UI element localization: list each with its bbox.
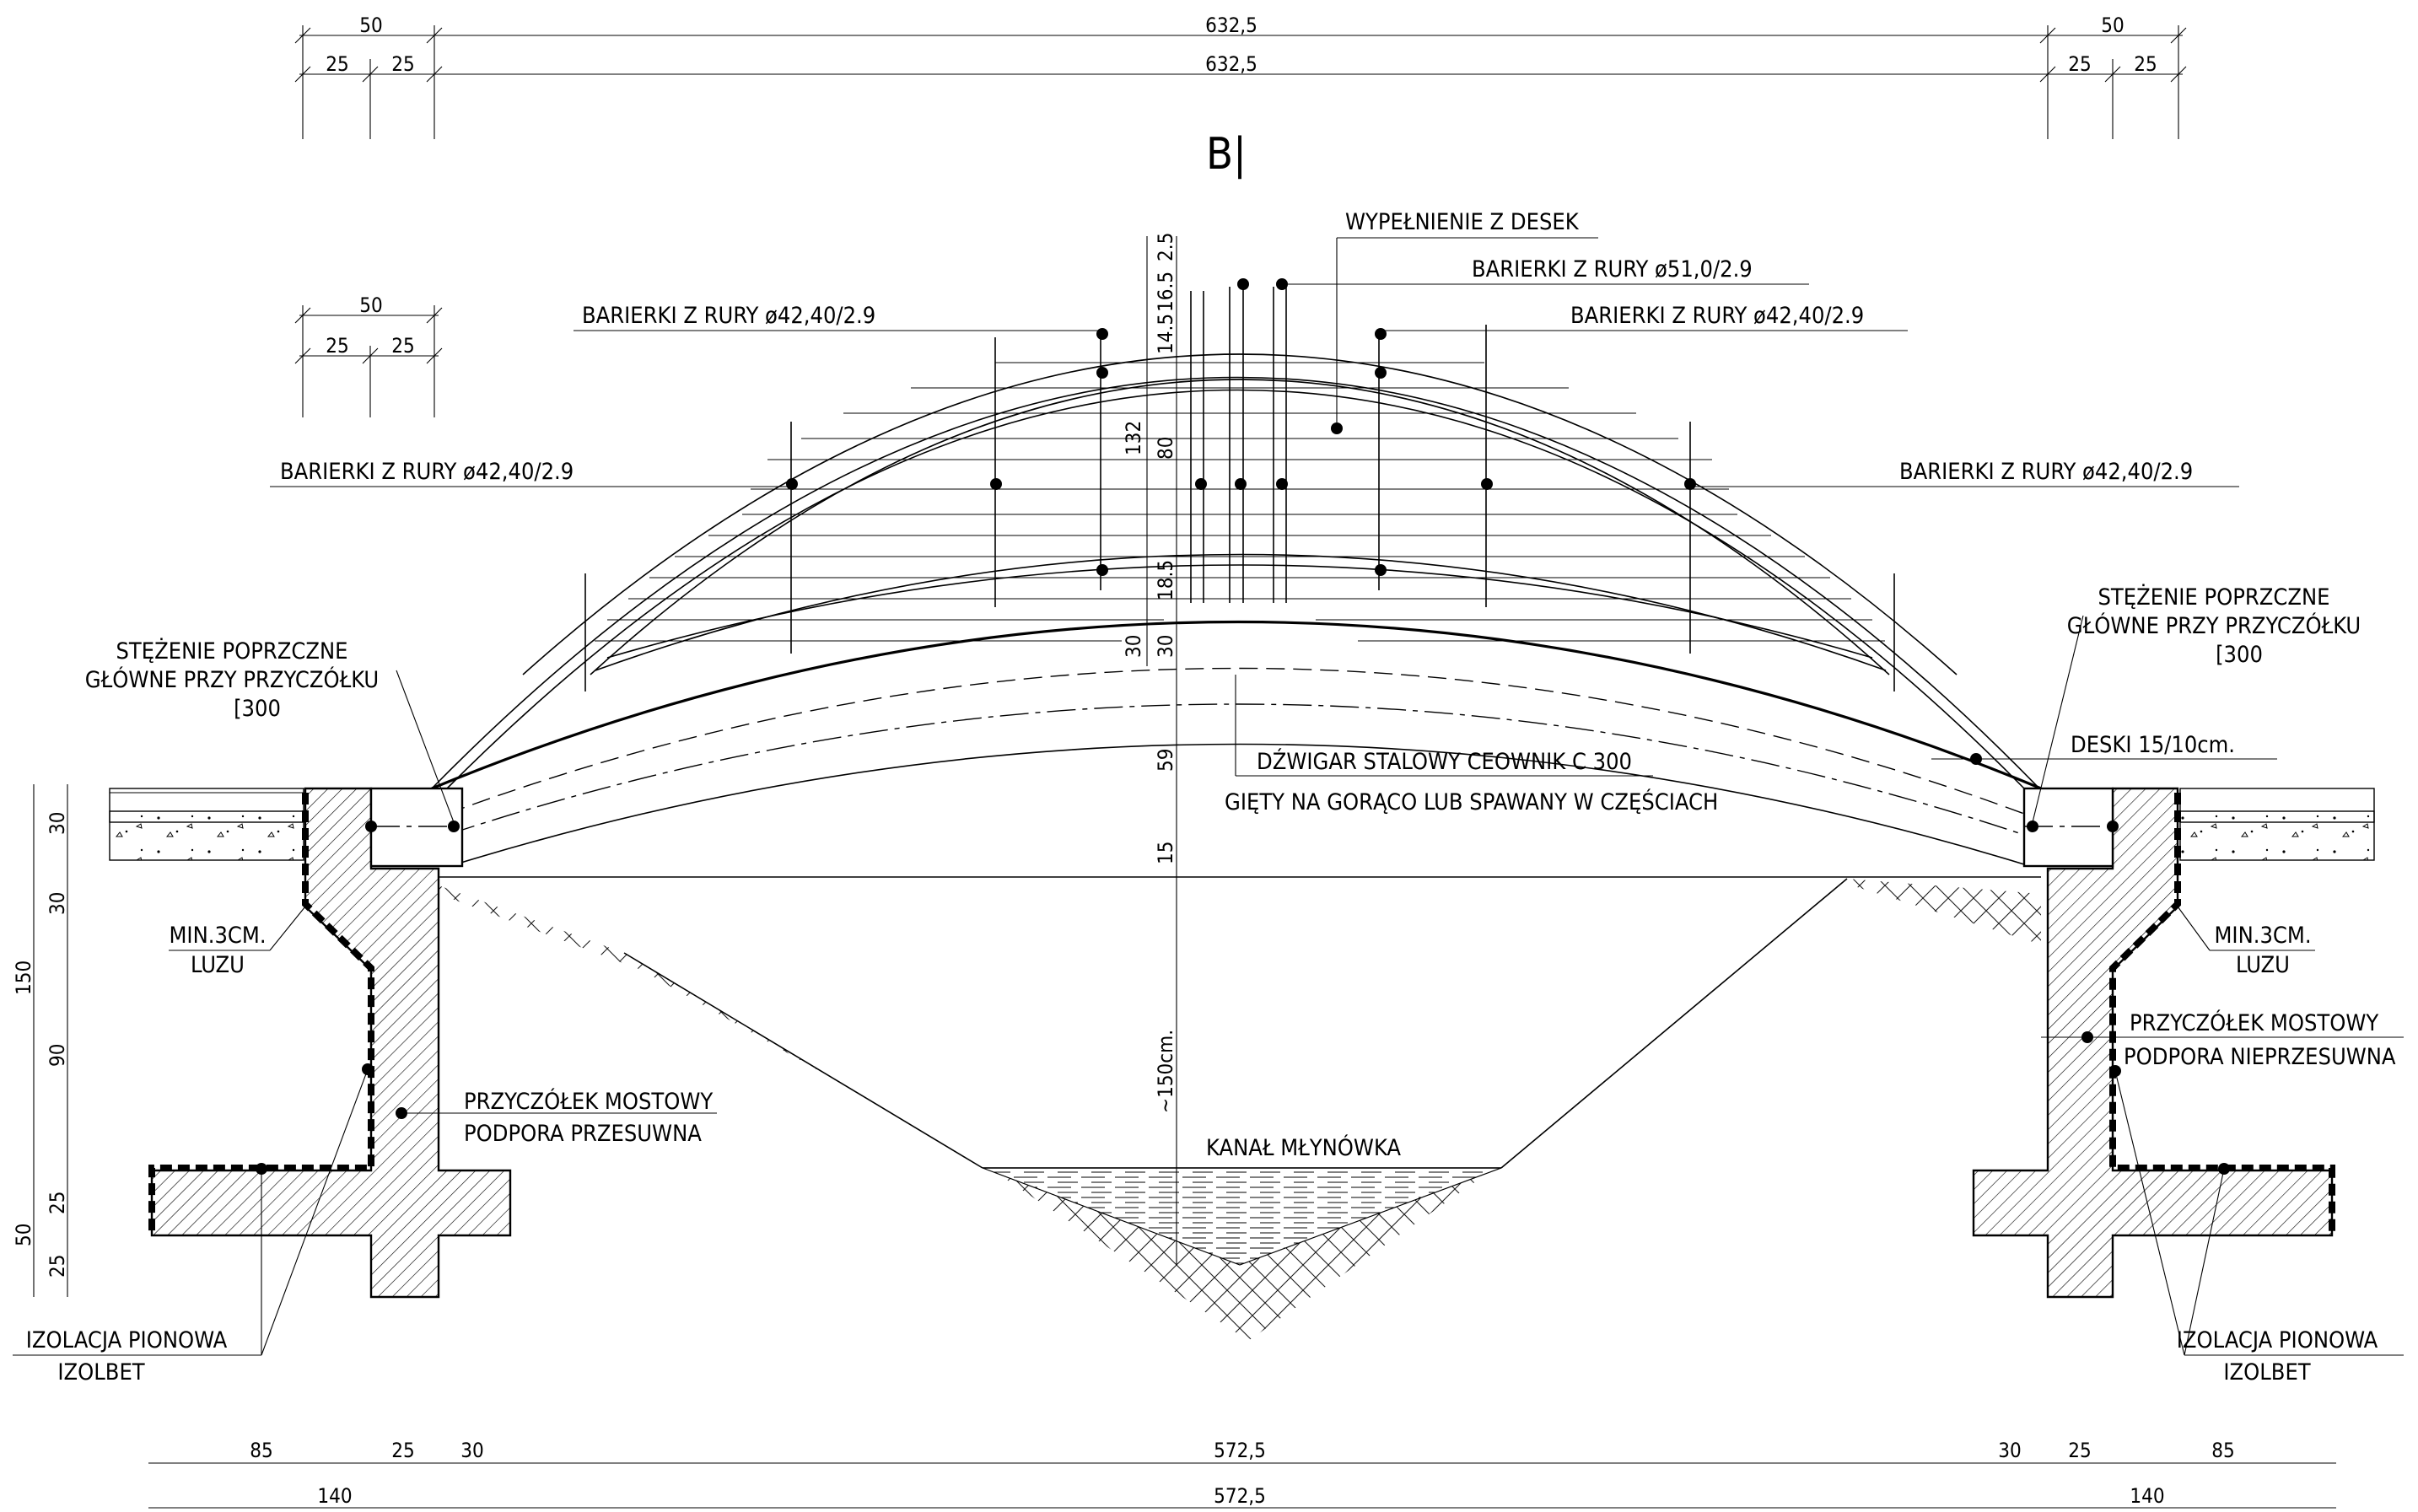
dim-left-25a: 25 — [46, 1192, 69, 1214]
label-brace-left-3: [300 — [234, 696, 281, 722]
label-rail-upper-left: BARIERKI Z RURY ø42,40/2.9 — [582, 303, 875, 329]
label-abutment-right-1: PRZYCZÓŁEK MOSTOWY — [2130, 1009, 2378, 1036]
dim-top-total-1: 632,5 — [1205, 13, 1257, 37]
dim-top-total-2: 632,5 — [1205, 52, 1257, 76]
dim-left-30b: 30 — [46, 892, 69, 915]
aux-dimension: 50 25 25 — [294, 293, 443, 417]
label-gap-right-1: MIN.3CM. — [2214, 923, 2311, 949]
label-girder-2: GIĘTY NA GORĄCO LUB SPAWANY W CZĘŚCIACH — [1225, 788, 1718, 815]
railing-posts — [584, 287, 1895, 691]
arch-railings — [431, 287, 2040, 789]
label-brace-left-1: STĘŻENIE POPRZCZNE — [116, 638, 347, 665]
dim-v-30b: 30 — [1154, 635, 1177, 658]
label-girder-1: DŹWIGAR STALOWY CEOWNIK C 300 — [1257, 748, 1632, 775]
dim-bot-572-1: 572,5 — [1214, 1439, 1266, 1462]
dim-aux-25b: 25 — [391, 334, 414, 358]
dim-depth: ~150cm. — [1154, 1030, 1177, 1113]
dim-v-59: 59 — [1154, 749, 1177, 772]
top-dimensions: 50 632,5 50 25 25 632,5 25 25 — [294, 13, 2187, 139]
dim-top-left-25b: 25 — [391, 52, 414, 76]
label-insulation-left-1: IZOLACJA PIONOWA — [26, 1327, 228, 1353]
bottom-dimensions: 85 25 30 572,5 30 25 85 140 572,5 140 — [148, 1439, 2336, 1509]
label-abutment-right-2: PODPORA NIEPRZESUWNA — [2124, 1044, 2396, 1070]
dim-bot-30-l: 30 — [460, 1439, 483, 1462]
label-filling: WYPEŁNIENIE Z DESEK — [1345, 209, 1580, 235]
label-rail-upper-right: BARIERKI Z RURY ø42,40/2.9 — [1570, 303, 1864, 329]
dim-bot-85-l: 85 — [250, 1439, 272, 1462]
dim-bot-30-r: 30 — [1998, 1439, 2021, 1462]
label-rail-center: BARIERKI Z RURY ø51,0/2.9 — [1472, 256, 1753, 282]
label-rail-mid-right: BARIERKI Z RURY ø42,40/2.9 — [1899, 459, 2193, 485]
dim-left-90: 90 — [46, 1044, 69, 1067]
dim-top-left-50: 50 — [359, 13, 382, 37]
center-vertical-dimensions: 2.5 16.5 14.5 132 80 18.5 30 30 59 15 ~1… — [1122, 233, 1177, 1265]
label-planks: DESKI 15/10cm. — [2071, 732, 2235, 758]
dim-top-right-50: 50 — [2101, 13, 2124, 37]
abutment-left — [109, 787, 512, 1299]
dim-bot-25-l: 25 — [391, 1439, 414, 1462]
dim-left-25b: 25 — [46, 1255, 69, 1278]
dim-top-right-25b: 25 — [2134, 52, 2157, 76]
label-gap-left-1: MIN.3CM. — [169, 923, 266, 949]
left-vertical-dimensions: 30 30 150 90 25 50 25 — [12, 784, 69, 1297]
steel-girder — [431, 620, 2042, 878]
dim-v-15: 15 — [1154, 842, 1177, 864]
label-insulation-left-2: IZOLBET — [57, 1359, 144, 1386]
canal — [439, 878, 2041, 1341]
dim-left-150: 150 — [12, 960, 35, 995]
label-gap-left-2: LUZU — [191, 952, 245, 978]
annotations: WYPEŁNIENIE Z DESEK BARIERKI Z RURY ø51,… — [13, 209, 2404, 1386]
dim-top-right-25a: 25 — [2068, 52, 2091, 76]
abutment-right — [1972, 787, 2375, 1299]
label-insulation-right-2: IZOLBET — [2223, 1359, 2310, 1386]
dim-v-30a: 30 — [1122, 635, 1145, 658]
dim-v-16-5: 16.5 — [1154, 272, 1177, 312]
label-abutment-left-2: PODPORA PRZESUWNA — [464, 1121, 702, 1147]
dim-left-50: 50 — [12, 1224, 35, 1246]
dim-bot-572-2: 572,5 — [1214, 1484, 1266, 1508]
dim-v-80: 80 — [1154, 437, 1177, 460]
label-abutment-left-1: PRZYCZÓŁEK MOSTOWY — [464, 1088, 713, 1115]
label-brace-right-3: [300 — [2216, 642, 2263, 668]
dim-bot-25-r: 25 — [2068, 1439, 2091, 1462]
infill-boards — [595, 362, 1885, 642]
dim-v-132: 132 — [1122, 421, 1145, 455]
dim-v-18-5: 18.5 — [1154, 560, 1177, 600]
dim-v-14-5: 14.5 — [1154, 314, 1177, 354]
dim-bot-140-l: 140 — [317, 1484, 352, 1508]
label-brace-left-2: GŁÓWNE PRZY PRZYCZÓŁKU — [85, 666, 379, 693]
label-brace-right-2: GŁÓWNE PRZY PRZYCZÓŁKU — [2067, 612, 2361, 639]
dim-left-30a: 30 — [46, 812, 69, 835]
label-insulation-right-1: IZOLACJA PIONOWA — [2177, 1327, 2378, 1353]
dim-bot-140-r: 140 — [2130, 1484, 2164, 1508]
dim-aux-25a: 25 — [326, 334, 348, 358]
dim-v-2-5: 2.5 — [1154, 233, 1177, 261]
label-rail-mid-left: BARIERKI Z RURY ø42,40/2.9 — [280, 459, 574, 485]
label-brace-right-1: STĘŻENIE POPRZCZNE — [2098, 584, 2329, 611]
dim-bot-85-r: 85 — [2211, 1439, 2234, 1462]
section-marker-top: B| — [1206, 129, 1247, 180]
dim-aux-50: 50 — [359, 293, 382, 317]
dim-top-left-25a: 25 — [326, 52, 348, 76]
label-gap-right-2: LUZU — [2236, 952, 2290, 978]
label-canal: KANAŁ MŁYNÓWKA — [1206, 1134, 1401, 1161]
